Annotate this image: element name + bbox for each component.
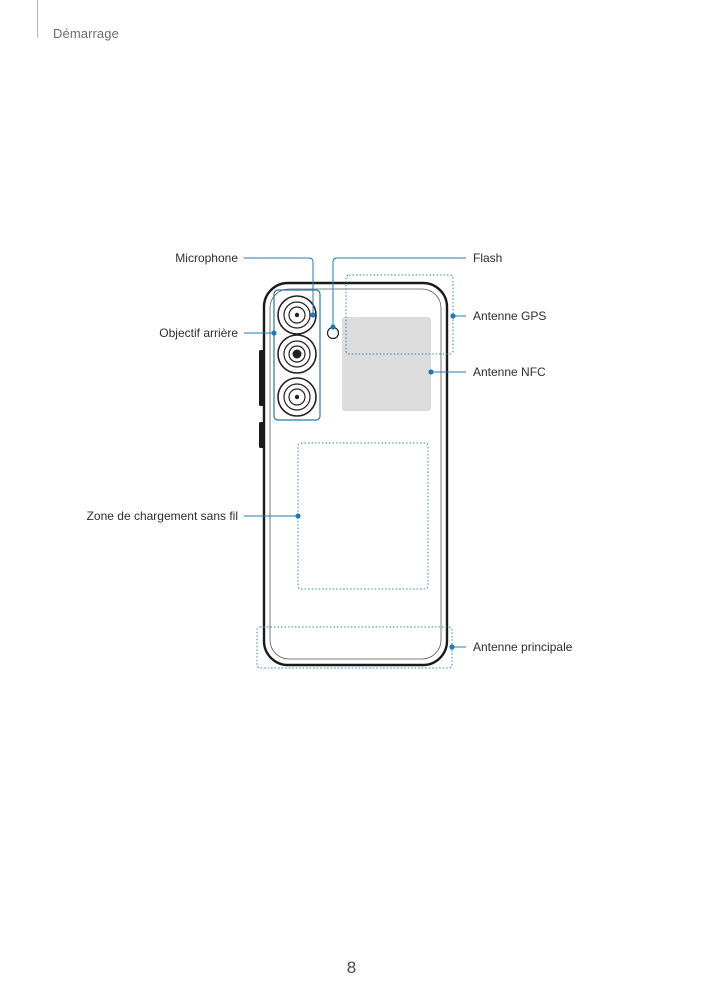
rear-camera-module: [273, 289, 321, 421]
phone-body-inner-edge: [269, 288, 442, 660]
label-gps-antenna: Antenne GPS: [473, 309, 546, 323]
camera-module-highlight: [273, 289, 321, 421]
label-flash: Flash: [473, 251, 502, 265]
label-rear-camera: Objectif arrière: [159, 326, 238, 340]
camera-lens-1: [277, 295, 317, 335]
side-key: [259, 422, 264, 448]
callout-main-antenna: Antenne principale: [449, 640, 573, 654]
section-title: Démarrage: [53, 26, 119, 41]
label-main-antenna: Antenne principale: [473, 640, 573, 654]
camera-lens-3: [277, 377, 317, 417]
callout-wireless-charging: Zone de chargement sans fil: [87, 509, 301, 523]
label-microphone: Microphone: [175, 251, 238, 265]
volume-button: [259, 350, 264, 406]
callout-gps-antenna: Antenne GPS: [450, 309, 546, 323]
page-number: 8: [346, 958, 357, 977]
label-nfc-antenna: Antenne NFC: [473, 365, 546, 379]
callout-flash: Flash: [330, 251, 502, 330]
page-margin-marker: [37, 0, 38, 38]
callout-nfc-antenna: Antenne NFC: [428, 365, 546, 379]
callout-rear-camera: Objectif arrière: [159, 326, 277, 340]
nfc-area: [342, 317, 431, 411]
callout-microphone: Microphone: [175, 251, 316, 318]
camera-lens-2: [277, 334, 317, 374]
label-wireless-charging: Zone de chargement sans fil: [87, 509, 238, 523]
gps-antenna-zone: [345, 274, 454, 355]
